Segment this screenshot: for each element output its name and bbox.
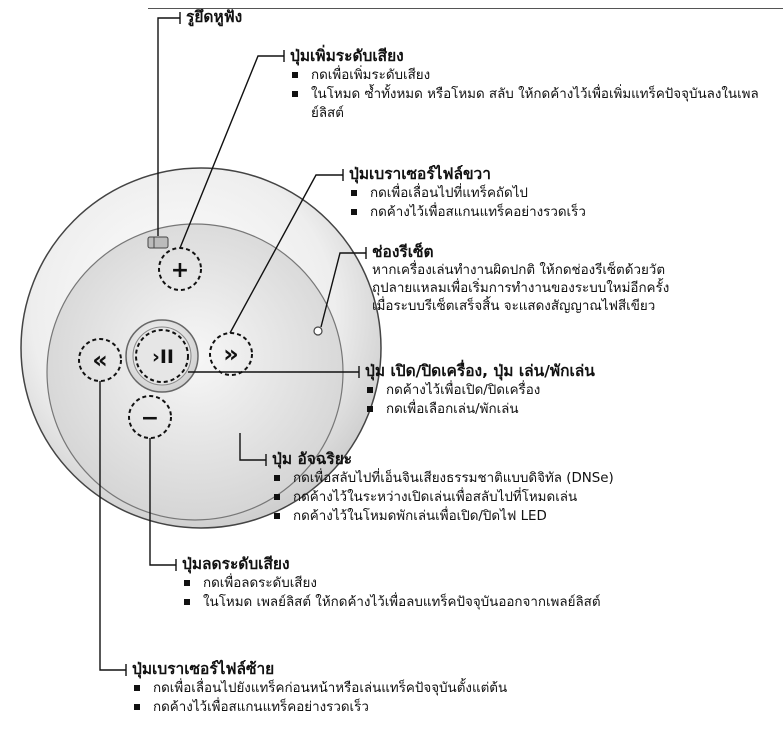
top-rule [148,8,783,9]
browse-left-bullet: กดเพื่อเลื่อนไปยังแทร็คก่อนหน้าหรือเล่นแ… [132,679,507,698]
rewind-icon: « [92,346,108,374]
reset-desc-line: เมื่อระบบรีเซ็ตเสร็จสิ้น จะแสดงสัญญาณไฟส… [372,299,656,314]
headphone-jack-title: รูยึดหูฟัง [186,8,243,26]
power-play-title: ปุ่ม เปิด/ปิดเครื่อง, ปุ่ม เล่น/พักเล่น [365,362,595,380]
browse-left-title: ปุ่มเบราเซอร์ไฟล์ซ้าย [132,660,275,678]
reset-callout: ช่องรีเซ็ต หากเครื่องเล่นทำงานผิดปกติ ให… [372,242,669,316]
volume-down-bullet: ในโหมด เพลย์ลิสต์ ให้กดค้างไว้เพื่อลบแทร… [182,593,662,612]
power-play-bullet: กดเพื่อเลือกเล่น/พักเล่น [365,400,595,419]
power-play-callout: ปุ่ม เปิด/ปิดเครื่อง, ปุ่ม เล่น/พักเล่น … [365,361,595,419]
headphone-jack-shape [147,236,169,249]
browse-left-bullet: กดค้างไว้เพื่อสแกนแทร็คอย่างรวดเร็ว [132,698,507,717]
reset-hole-shape [313,326,323,336]
power-play-bullet: กดค้างไว้เพื่อเปิด/ปิดเครื่อง [365,381,595,400]
volume-down-callout: ปุ่มลดระดับเสียง กดเพื่อลดระดับเสียง ในโ… [182,554,662,612]
reset-title: ช่องรีเซ็ต [372,243,434,261]
volume-up-title: ปุ่มเพิ่มระดับเสียง [290,47,404,65]
browse-right-title: ปุ่มเบราเซอร์ไฟล์ขวา [349,165,491,183]
headphone-jack-callout: รูยึดหูฟัง [186,7,242,27]
reset-desc-line: หากเครื่องเล่นทำงานผิดปกติ ให้กดช่องรีเซ… [372,263,666,278]
reset-desc-line: ถุปลายแหลมเพื่อเริ่มการทำงานของระบบใหม่อ… [372,281,670,296]
smart-title: ปุ่ม อัจฉริยะ [272,450,353,468]
smart-bullet: กดค้างไว้ในระหว่างเปิดเล่นเพื่อสลับไปที่… [272,488,614,507]
browse-right-callout: ปุ่มเบราเซอร์ไฟล์ขวา กดเพื่อเลื่อนไปที่แ… [349,164,769,222]
smart-callout: ปุ่ม อัจฉริยะ กดเพื่อสลับไปที่เอ็นจินเสี… [272,449,614,526]
smart-bullet: กดเพื่อสลับไปที่เอ็นจินเสียงธรรมชาติแบบด… [272,469,614,488]
volume-up-callout: ปุ่มเพิ่มระดับเสียง กดเพื่อเพิ่มระดับเสี… [290,46,760,123]
volume-down-title: ปุ่มลดระดับเสียง [182,555,290,573]
play-pause-icon: ›II [152,346,174,368]
volume-down-bullet: กดเพื่อลดระดับเสียง [182,574,662,593]
volume-up-bullet: ในโหมด ซ้ำทั้งหมด หรือโหมด สลับ ให้กดค้า… [290,85,760,123]
browse-right-bullet: กดค้างไว้เพื่อสแกนแทร็คอย่างรวดเร็ว [349,203,769,222]
plus-icon: + [171,258,189,283]
volume-up-bullet: กดเพื่อเพิ่มระดับเสียง [290,66,760,85]
smart-bullet: กดค้างไว้ในโหมดพักเล่นเพื่อเปิด/ปิดไฟ LE… [272,507,614,526]
fast-forward-icon: » [223,340,239,368]
browse-left-callout: ปุ่มเบราเซอร์ไฟล์ซ้าย กดเพื่อเลื่อนไปยัง… [132,659,507,717]
browse-right-bullet: กดเพื่อเลื่อนไปที่แทร็คถัดไป [349,184,769,203]
minus-icon: − [141,406,159,431]
